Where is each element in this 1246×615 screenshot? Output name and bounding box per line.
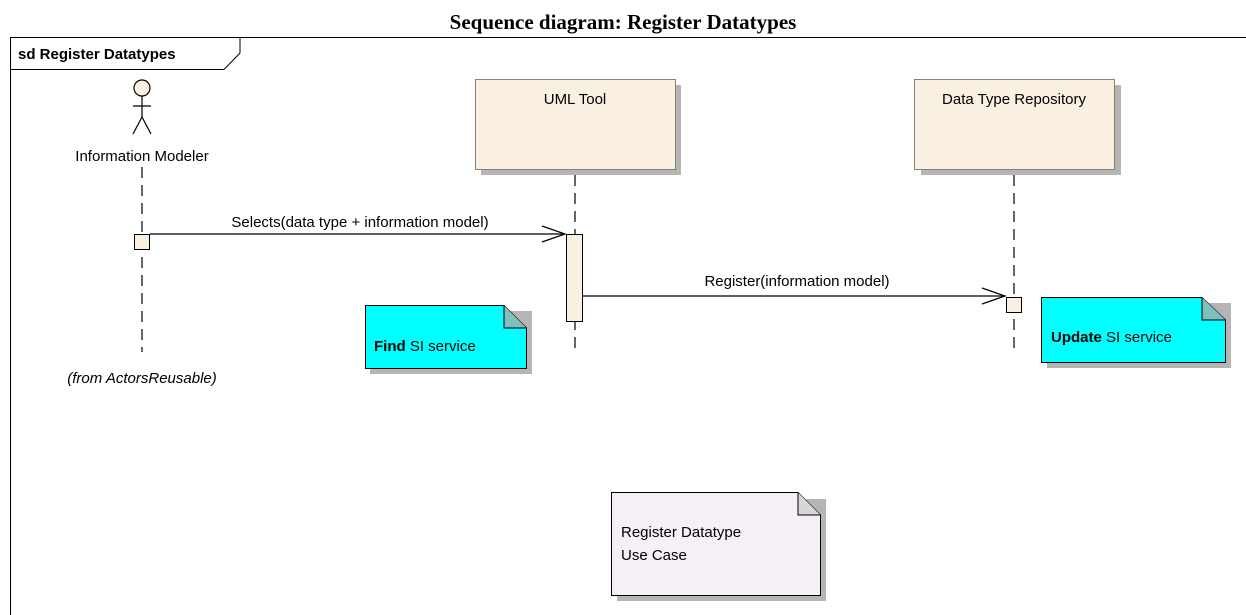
note-update-si-service[interactable] [1041,297,1232,369]
note-find-rest: SI service [405,338,476,355]
diagram-caption: Sequence diagram: Register Datatypes [0,0,1246,36]
note-fold [797,492,821,516]
note-find-bold: Find [374,338,406,355]
note-find-si-service[interactable] [365,305,533,375]
note-usecase-line2: Use Case [621,547,687,564]
note-body [611,492,821,596]
message-label: Register(information model) [704,273,889,290]
note-fold [1201,297,1226,321]
frame-label: sd Register Datatypes [18,46,176,63]
note-update-bold: Update [1051,329,1102,346]
note-fold [503,305,527,329]
note-register-datatype-use-case[interactable] [611,492,827,602]
actor-head [133,79,151,97]
page-title: Sequence diagram: Register Datatypes [449,10,797,34]
lifeline-box [475,79,676,170]
lifeline-box [914,79,1115,170]
frame-label-tab [10,37,241,70]
actor-name: Information Modeler [75,148,208,165]
note-body [1041,297,1226,363]
arrowhead [981,287,1007,305]
note-update-rest: SI service [1101,329,1172,346]
arrowhead [541,225,567,243]
note-usecase-text: Register Datatype Use Case [621,521,741,567]
repository-activation [1006,297,1022,313]
uml-tool-activation [566,234,583,322]
sd-frame: sd Register Datatypes [10,37,1246,615]
lifeline-name: Data Type Repository [942,91,1086,108]
message-selects[interactable]: Selects(data type + information model) [150,214,567,243]
note-update-text: Update SI service [1051,326,1172,349]
lifeline-uml-tool[interactable]: UML Tool [475,79,682,176]
actor-origin: (from ActorsReusable) [67,370,217,387]
note-usecase-line1: Register Datatype [621,524,742,541]
message-label: Selects(data type + information model) [231,214,488,231]
actor-activation [134,234,150,250]
lifeline-data-type-repository[interactable]: Data Type Repository [914,79,1122,176]
note-body [365,305,527,369]
note-find-text: Find SI service [374,335,476,358]
actor-information-modeler[interactable]: Information Modeler (from ActorsReusable… [67,79,217,387]
message-register[interactable]: Register(information model) [583,273,1007,305]
lifeline-name: UML Tool [544,91,607,108]
